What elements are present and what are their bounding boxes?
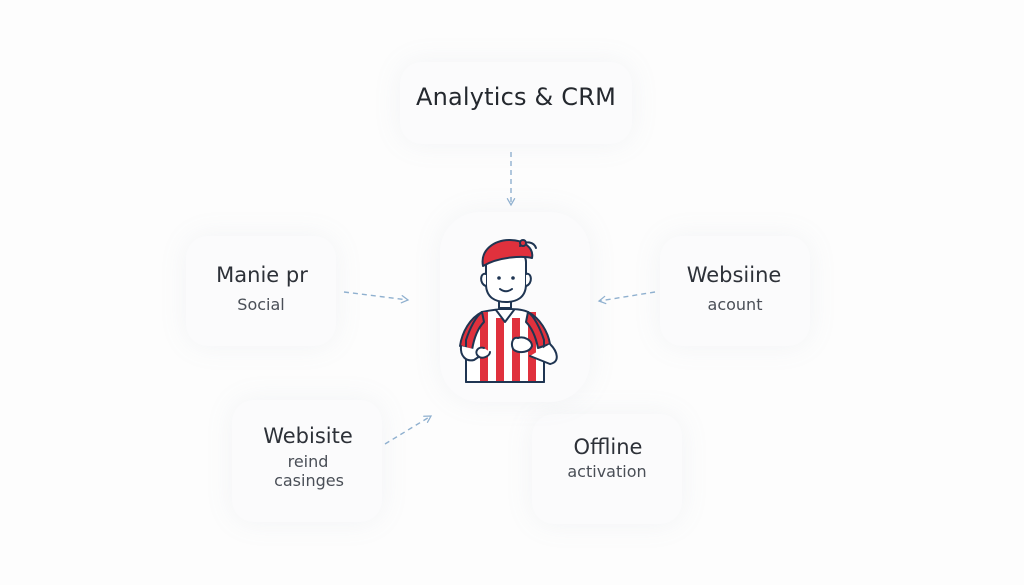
node-bottom-right-subtitle: activation: [567, 462, 647, 481]
arrow-bottom-left: [384, 415, 433, 445]
node-bottom-left-line2: casinges: [274, 471, 344, 490]
node-bottom-left-line1: reind: [287, 452, 329, 471]
card-right: [660, 236, 810, 346]
node-right-title: Websiine: [686, 263, 782, 287]
card-top: [400, 62, 632, 144]
node-right-subtitle: acount: [707, 295, 763, 314]
card-bottom-left: [232, 400, 382, 522]
connector-arrows: [343, 152, 656, 445]
fan-character-icon: [459, 239, 558, 383]
arrow-left: [343, 291, 410, 304]
arrow-right: [597, 291, 656, 305]
node-left-title: Manie pr: [216, 263, 308, 287]
card-left: [186, 236, 336, 346]
card-bottom-right: [532, 414, 682, 524]
node-bottom-right-title: Offline: [573, 435, 643, 459]
node-left-subtitle: Social: [237, 295, 285, 314]
node-bottom-left-title: Webisite: [263, 424, 353, 448]
node-top-title: Analytics & CRM: [415, 83, 617, 111]
